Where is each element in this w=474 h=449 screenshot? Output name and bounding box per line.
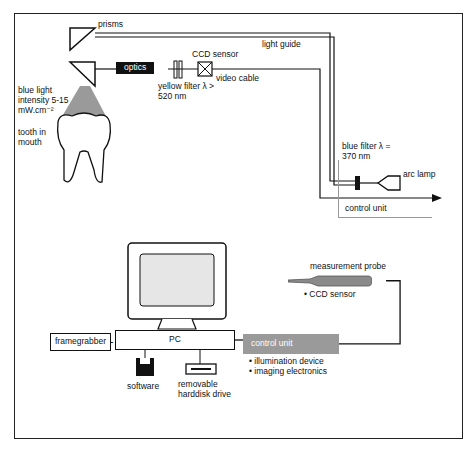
prism	[70, 62, 95, 86]
prism	[70, 28, 95, 50]
tooth	[58, 113, 111, 182]
frame	[15, 14, 463, 439]
video-cable	[212, 69, 434, 198]
blue-filter	[355, 176, 360, 190]
part-label: arc lamp	[403, 170, 447, 180]
monitor-stand	[158, 319, 196, 329]
part-label: CCD sensor	[192, 50, 238, 60]
cable	[235, 340, 243, 341]
node-note: • CCD sensor	[304, 290, 356, 300]
beam	[360, 182, 378, 183]
screen	[140, 254, 214, 306]
light-guide	[95, 33, 355, 181]
pc-box: PC	[115, 330, 235, 350]
node-title: control unit	[243, 334, 339, 354]
measurement-probe: measurement probe • CCD sensor	[288, 262, 386, 300]
node-title: framegrabber	[55, 337, 106, 347]
monitor	[128, 243, 226, 319]
part-label: removable harddisk drive	[178, 380, 248, 400]
part-label: tooth in mouth	[18, 128, 56, 148]
probe-shape	[288, 276, 372, 286]
floppy-disk	[140, 358, 150, 364]
probe-shape	[288, 275, 372, 287]
arrowhead	[432, 194, 442, 202]
control-unit-region: control unit	[338, 160, 432, 218]
beam	[168, 69, 198, 70]
ccd-sensor	[198, 62, 212, 76]
cable	[235, 339, 243, 340]
node-note: • illumination device	[243, 357, 339, 367]
part-label: blue light intensity 5-15 mW.cm⁻²	[18, 86, 76, 115]
floppy-disk	[136, 358, 154, 376]
part-label: blue filter λ = 370 nm	[342, 142, 404, 162]
framegrabber-box: framegrabber	[50, 333, 111, 351]
wire	[145, 350, 146, 358]
node-title: optics	[124, 63, 146, 73]
control-unit-box: control unit • illumination device• imagi…	[243, 334, 339, 376]
arc-lamp	[378, 176, 400, 190]
harddisk-drive	[186, 364, 216, 374]
node-title: measurement probe	[310, 262, 386, 272]
node-note: • imaging electronics	[243, 367, 339, 377]
ccd-sensor	[198, 62, 212, 76]
node-title: PC	[169, 335, 181, 345]
wire	[200, 350, 201, 364]
optics-box: optics	[116, 62, 154, 74]
harddisk-drive	[191, 368, 211, 370]
node-title: control unit	[345, 204, 387, 214]
light-guide	[95, 37, 355, 185]
part-label: software	[127, 382, 159, 392]
part-label: prisms	[98, 20, 123, 30]
part-label: video cable	[216, 74, 259, 84]
beam	[95, 68, 116, 69]
part-label: yellow filter λ > 520 nm	[158, 82, 224, 102]
part-label: light guide	[262, 40, 301, 50]
